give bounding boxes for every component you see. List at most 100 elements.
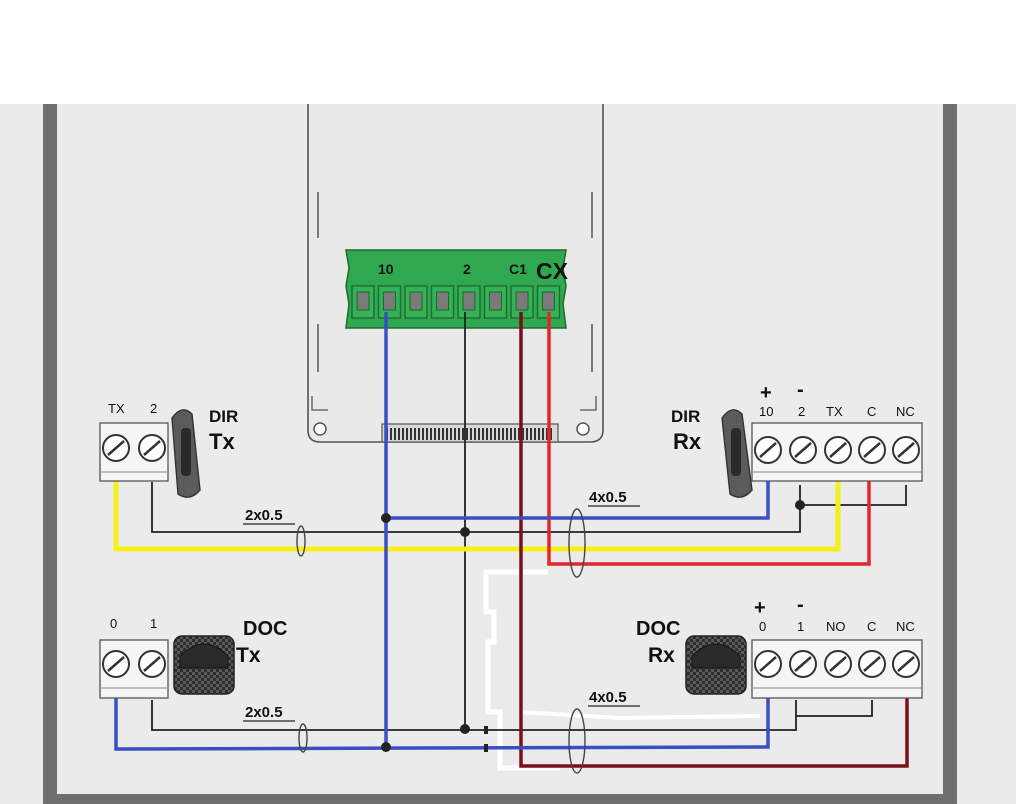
dir-tx-name-1: DIR	[209, 407, 238, 426]
dir-rx-name-1: DIR	[671, 407, 700, 426]
edge-pin	[450, 428, 452, 440]
edge-pin	[518, 428, 520, 440]
dir-tx-screws	[102, 434, 166, 462]
wire-white-2	[519, 710, 761, 721]
dir-tx-terminal-2: 2	[150, 401, 157, 416]
cx-terminal-screw	[436, 291, 449, 311]
edge-pin	[390, 428, 392, 440]
dir-rx-name-2: Rx	[673, 429, 702, 454]
doc-rx-name-1: DOC	[636, 618, 680, 640]
dir-tx-terminal-tx: TX	[108, 401, 125, 416]
edge-pin	[478, 428, 480, 440]
edge-pin	[398, 428, 400, 440]
edge-connector-pins	[386, 428, 552, 440]
edge-pin	[534, 428, 536, 440]
cx-terminal-slots	[351, 285, 561, 319]
dir-rx-device	[721, 409, 923, 498]
doc-rx-polarity-minus: -	[797, 594, 804, 616]
cx-terminal-screw	[462, 291, 476, 311]
edge-pin	[526, 428, 528, 440]
edge-pin	[542, 428, 544, 440]
dir-rx-terminal-nc: NC	[896, 404, 915, 419]
edge-pin	[474, 428, 476, 440]
edge-pin	[538, 428, 540, 440]
edge-pin	[482, 428, 484, 440]
edge-pin	[454, 428, 456, 440]
cable-sleeves	[296, 508, 586, 774]
doc-rx-polarity-plus: +	[754, 597, 766, 619]
cx-terminal-screw	[383, 291, 396, 311]
edge-pin	[426, 428, 428, 440]
cx-terminal-screw	[542, 291, 555, 311]
doc-rx-terminal-1: 1	[797, 619, 804, 634]
doc-tx-name-1: DOC	[243, 618, 287, 640]
doc-tx-name-2: Tx	[236, 644, 261, 667]
dir-rx-polarity-plus: +	[760, 382, 772, 404]
wire-yellow	[113, 455, 841, 552]
doc-rx-screws	[754, 650, 920, 678]
edge-pin	[530, 428, 532, 440]
cx-terminal-screw	[489, 291, 502, 311]
doc-tx-terminal-1: 1	[150, 616, 157, 631]
panel-frame-bottom	[43, 794, 957, 804]
cx-terminal-screw	[409, 291, 423, 311]
mounting-hole-right	[576, 422, 590, 436]
edge-pin	[486, 428, 488, 440]
edge-pin	[466, 428, 468, 440]
edge-pin	[418, 428, 420, 440]
edge-pin	[522, 428, 524, 440]
wire-darkred	[519, 312, 909, 768]
edge-pin	[490, 428, 492, 440]
dir-rx-screws	[754, 436, 920, 464]
cx-title: CX	[536, 258, 569, 284]
cx-terminal-screw	[356, 291, 370, 311]
dir-tx-device	[99, 409, 201, 498]
dir-rx-terminal-tx: TX	[826, 404, 843, 419]
mounting-hole-left	[313, 422, 327, 436]
cable-label-rx-top: 4x0.5	[589, 489, 627, 506]
cx-label-c1: C1	[509, 261, 527, 277]
doc-rx-device	[685, 635, 923, 699]
cable-label-tx-bottom: 2x0.5	[245, 704, 283, 721]
doc-rx-terminal-0: 0	[759, 619, 766, 634]
edge-pin	[514, 428, 516, 440]
dir-rx-terminal-c: C	[867, 404, 876, 419]
edge-pin	[502, 428, 504, 440]
edge-pin	[498, 428, 500, 440]
wire-red	[547, 312, 871, 566]
dir-rx-polarity-minus: -	[797, 379, 804, 401]
edge-pin	[438, 428, 440, 440]
panel-frame-right	[943, 104, 957, 804]
cable-label-rx-bottom: 4x0.5	[589, 689, 627, 706]
edge-pin	[462, 428, 464, 440]
doc-rx-name-2: Rx	[648, 644, 675, 667]
edge-pin	[414, 428, 416, 440]
edge-pin	[546, 428, 548, 440]
panel-frame-left	[43, 104, 57, 804]
cx-label-2: 2	[463, 261, 471, 277]
cable-label-tx-top: 2x0.5	[245, 507, 283, 524]
doc-tx-terminal-0: 0	[110, 616, 117, 631]
edge-pin	[394, 428, 396, 440]
edge-pin	[470, 428, 472, 440]
edge-pin	[406, 428, 408, 440]
junction-dots	[381, 500, 805, 752]
edge-pin	[410, 428, 412, 440]
doc-tx-device	[99, 635, 235, 699]
edge-pin	[510, 428, 512, 440]
edge-pin	[422, 428, 424, 440]
cx-terminal-screw	[515, 291, 529, 311]
wire-white	[483, 569, 560, 771]
edge-pin	[430, 428, 432, 440]
doc-rx-terminal-nc: NC	[896, 619, 915, 634]
edge-pin	[506, 428, 508, 440]
edge-pin	[446, 428, 448, 440]
edge-pin	[494, 428, 496, 440]
dir-rx-terminal-2: 2	[798, 404, 805, 419]
edge-pin	[458, 428, 460, 440]
doc-tx-screws	[102, 650, 166, 678]
doc-rx-terminal-c: C	[867, 619, 876, 634]
doc-rx-terminal-no: NO	[826, 619, 846, 634]
edge-pin	[442, 428, 444, 440]
